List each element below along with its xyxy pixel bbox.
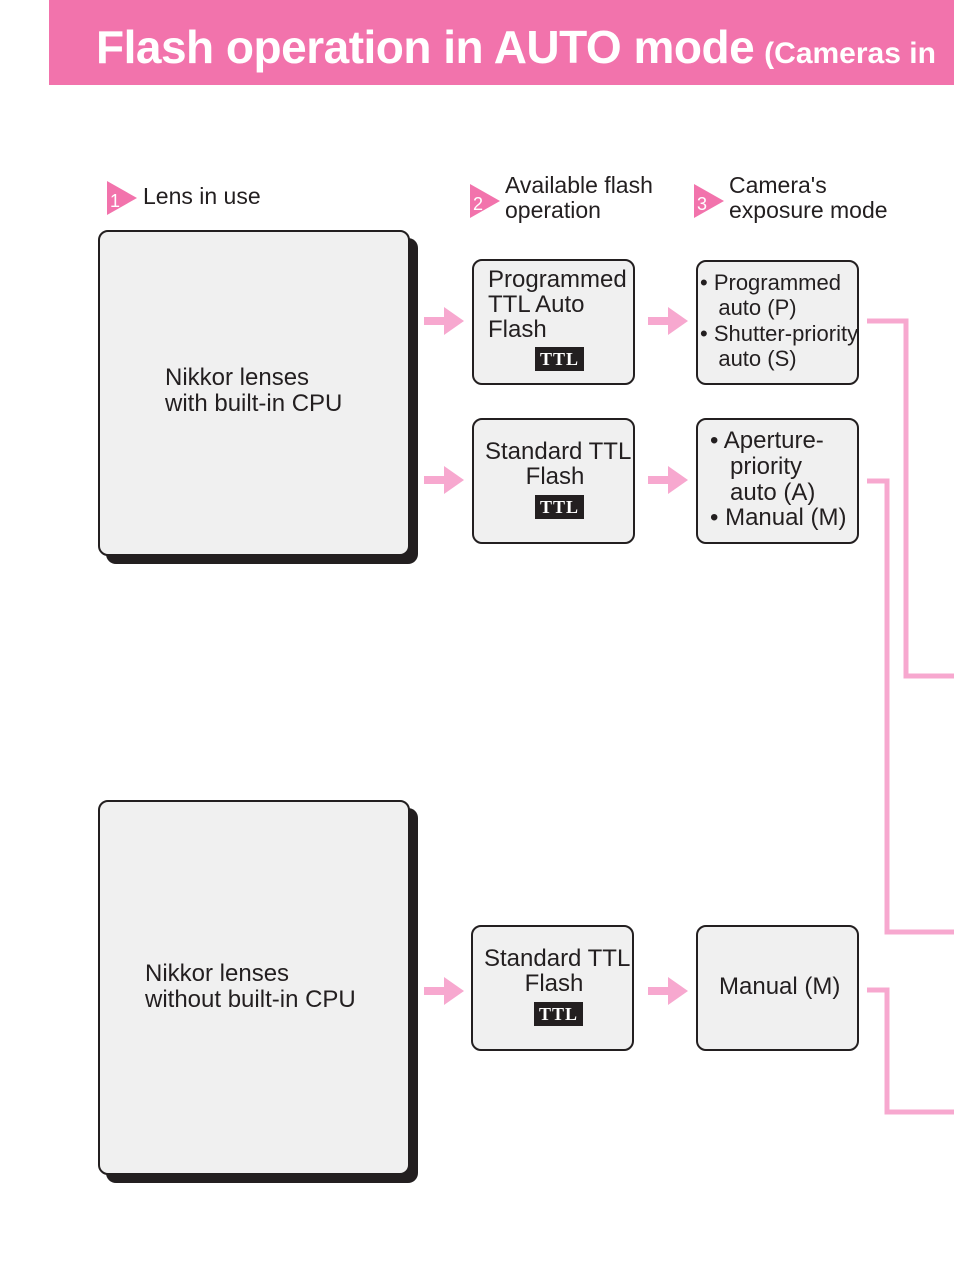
triangle-marker-icon [107,181,137,215]
lens-label-no-cpu: Nikkor lenses without built-in CPU [145,960,356,1013]
mode-line: • Programmed [700,270,841,295]
header-banner: Flash operation in AUTO mode (Cameras in [49,0,954,85]
mode-line: • Aperture- [710,427,824,454]
mode-line: auto (S) [700,346,797,371]
ttl-badge-icon: TTL [535,495,585,519]
right-arrow-icon [648,977,688,1005]
connector-line [867,478,954,935]
page-title: Flash operation in AUTO mode (Cameras in [96,20,936,74]
flash-label-programmed: Programmed TTL Auto Flash [488,266,627,343]
mode-line: • Manual (M) [710,504,847,531]
lens-box-cpu [98,230,410,556]
mode-box-p-s [696,260,859,385]
connector-line [867,318,954,679]
triangle-marker-icon [470,184,500,218]
ttl-badge-icon: TTL [534,1002,584,1026]
right-arrow-icon [648,307,688,335]
connector-lines [867,318,954,1115]
ttl-badge-icon: TTL [535,347,585,371]
mode-line: Manual (M) [719,973,841,1000]
column-heading-mode: Camera's exposure mode [729,172,888,223]
mode-box-manual [696,925,859,1051]
right-arrow-icon [424,977,464,1005]
column-number-2: 2 [473,194,484,214]
lens-label-cpu: Nikkor lenses with built-in CPU [165,364,343,417]
flash-box-standard-no-cpu [471,925,634,1051]
mode-line: auto (P) [700,295,797,320]
column-number-3: 3 [697,194,708,214]
flash-label-standard: Standard TTL Flash [485,438,632,490]
right-arrow-icon [424,466,464,494]
mode-line: • Shutter-priority [700,321,859,346]
column-heading-flash: Available flash operation [505,172,653,223]
mode-box-a-m [696,418,859,544]
lens-box-no-cpu [98,800,410,1175]
title-main: Flash operation in AUTO mode [96,21,755,73]
flash-label-standard-no-cpu: Standard TTL Flash [484,945,631,997]
flash-box-standard [472,418,635,544]
connector-line [867,987,954,1115]
column-heading-lens: Lens in use [143,183,261,209]
mode-line: auto (A) [710,479,816,506]
triangle-marker-icon [694,184,724,218]
right-arrow-icon [648,466,688,494]
column-number-1: 1 [110,191,121,211]
mode-line: priority [710,453,803,480]
flow-arrows [424,307,688,1005]
right-arrow-icon [424,307,464,335]
title-subtitle: (Cameras in [764,37,936,70]
